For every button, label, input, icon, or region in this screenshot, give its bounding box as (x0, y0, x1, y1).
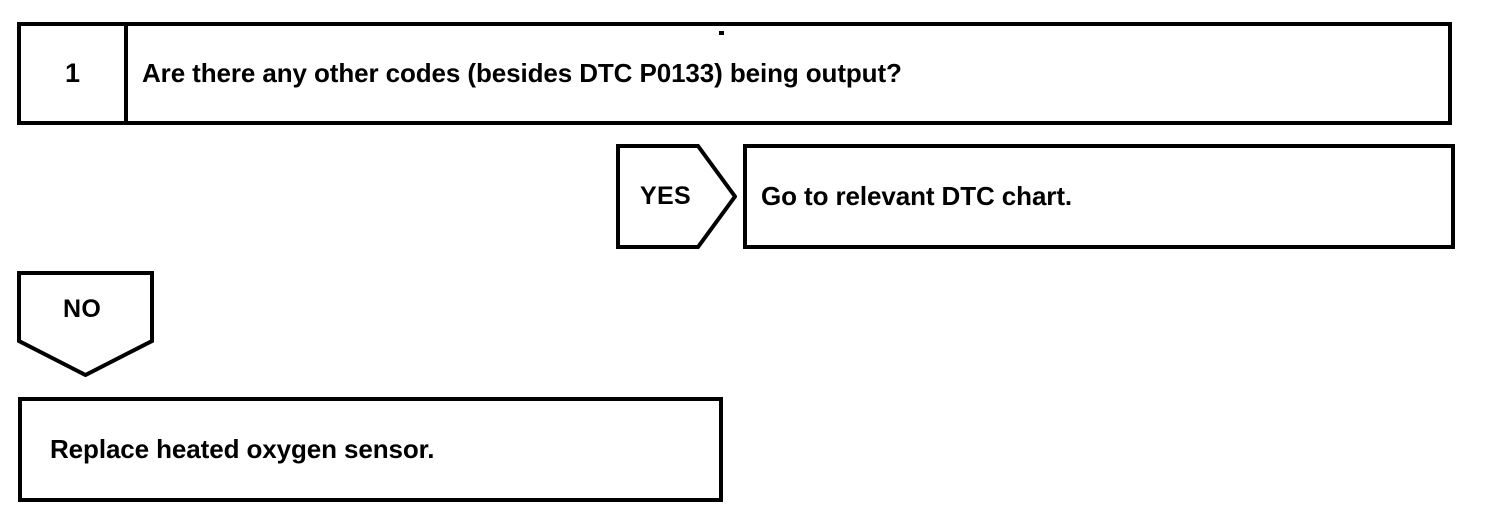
step-row-1: 1 Are there any other codes (besides DTC… (17, 22, 1452, 125)
step-number: 1 (64, 58, 81, 88)
step-number-cell: 1 (21, 26, 128, 121)
branch-tag-no: NO (17, 271, 154, 377)
result-box-dtc-chart: Go to relevant DTC chart. (743, 144, 1455, 249)
branch-tag-yes-label: YES (640, 182, 691, 210)
step-question-text: Are there any other codes (besides DTC P… (142, 58, 902, 88)
branch-tag-no-label: NO (63, 295, 102, 323)
pentagon-arrow-right-icon (616, 144, 737, 249)
result-box-replace-sensor-text: Replace heated oxygen sensor. (50, 434, 435, 464)
result-box-dtc-chart-text: Go to relevant DTC chart. (761, 181, 1072, 211)
step-question-cell: Are there any other codes (besides DTC P… (128, 26, 1448, 121)
pentagon-arrow-down-icon (17, 271, 154, 377)
scan-artifact-speck (719, 31, 724, 35)
result-box-replace-sensor: Replace heated oxygen sensor. (18, 397, 723, 502)
branch-tag-yes: YES (616, 144, 737, 249)
